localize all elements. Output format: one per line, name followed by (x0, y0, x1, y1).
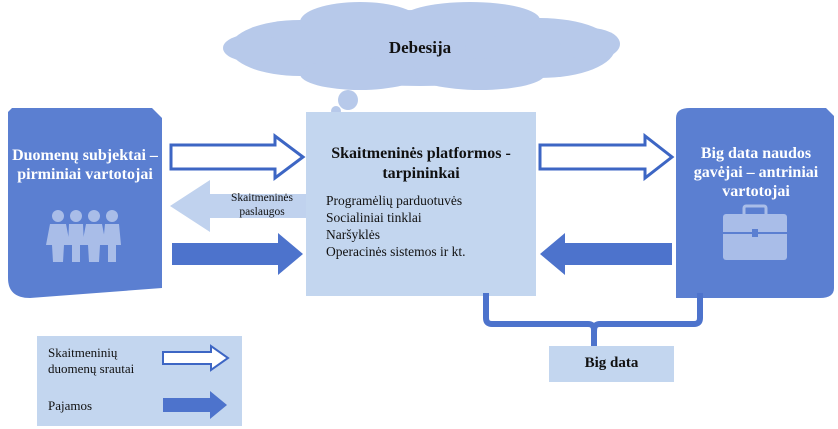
center-item-social-networks: Socialiniai tinklai (326, 210, 422, 225)
center-item-browsers: Naršyklės (326, 227, 380, 242)
left-box-title: Duomenų subjektai – pirminiai vartotojai (12, 147, 158, 183)
left-box-shape (8, 108, 162, 298)
legend-revenue-label: Pajamos (48, 398, 93, 413)
legend-data-flow-arrow (162, 344, 230, 372)
data-flow-arrow-right (538, 132, 675, 182)
briefcase-icon (723, 204, 787, 260)
right-box-title: Big data naudos gavėjai – antriniai vart… (693, 145, 819, 200)
people-icon (46, 210, 121, 262)
big-data-box-shape (549, 346, 674, 382)
center-box-title: Skaitmeninės platformos - tarpininkai (331, 145, 511, 182)
data-flow-arrow-left (169, 133, 306, 181)
revenue-arrow-right (540, 233, 672, 275)
center-box-shape (306, 112, 536, 296)
big-data-label: Big data (584, 355, 639, 371)
right-box-shape (676, 108, 834, 298)
big-data-brace (483, 293, 703, 347)
center-item-operating-systems: Operacinės sistemos ir kt. (326, 244, 466, 259)
services-arrow-label: Skaitmeninės paslaugos (231, 192, 293, 218)
services-arrow (170, 180, 306, 232)
legend-revenue-arrow (163, 391, 227, 419)
center-box-items: Programėlių parduotuvės Socialiniai tink… (326, 192, 531, 260)
cloud-shape (223, 2, 620, 90)
revenue-arrow-left (172, 233, 303, 275)
legend-data-flows-label: Skaitmeninių duomenų srautai (48, 345, 135, 376)
center-item-app-stores: Programėlių parduotuvės (326, 193, 463, 208)
cloud-label: Debesija (388, 38, 452, 57)
